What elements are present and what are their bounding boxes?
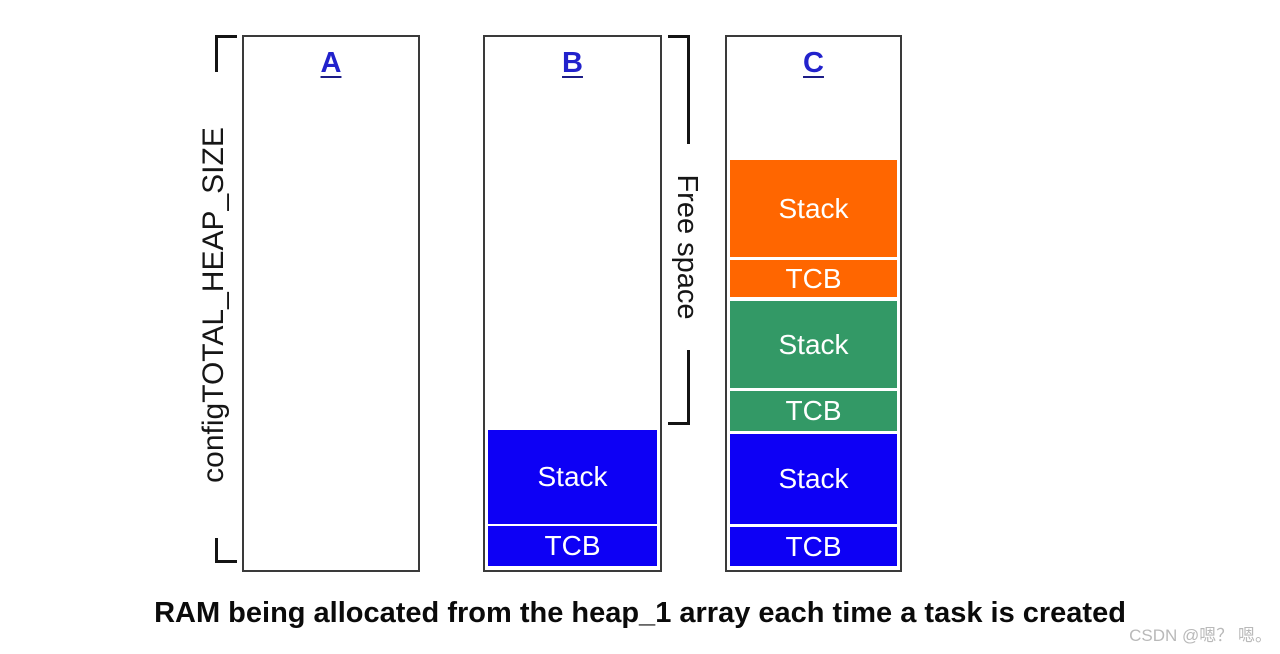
- column-a-label: A: [320, 47, 342, 79]
- memory-block-stack: Stack: [488, 430, 657, 524]
- heap-column-a: A: [242, 35, 420, 572]
- memory-block-stack: Stack: [730, 434, 897, 524]
- heap-size-label: configTOTAL_HEAP_SIZE: [196, 72, 232, 538]
- figure-caption: RAM being allocated from the heap_1 arra…: [154, 597, 1126, 629]
- memory-block-tcb: TCB: [730, 391, 897, 431]
- column-c-label: C: [803, 47, 824, 79]
- free-space-label: Free space: [669, 144, 705, 350]
- memory-block-stack: Stack: [730, 301, 897, 388]
- memory-block-tcb: TCB: [730, 527, 897, 566]
- memory-block-stack: Stack: [730, 160, 897, 257]
- memory-block-tcb: TCB: [730, 260, 897, 297]
- column-b-label: B: [562, 47, 583, 79]
- memory-block-tcb: TCB: [488, 526, 657, 566]
- csdn-watermark: CSDN @嗯？ 嗯。: [1129, 626, 1272, 645]
